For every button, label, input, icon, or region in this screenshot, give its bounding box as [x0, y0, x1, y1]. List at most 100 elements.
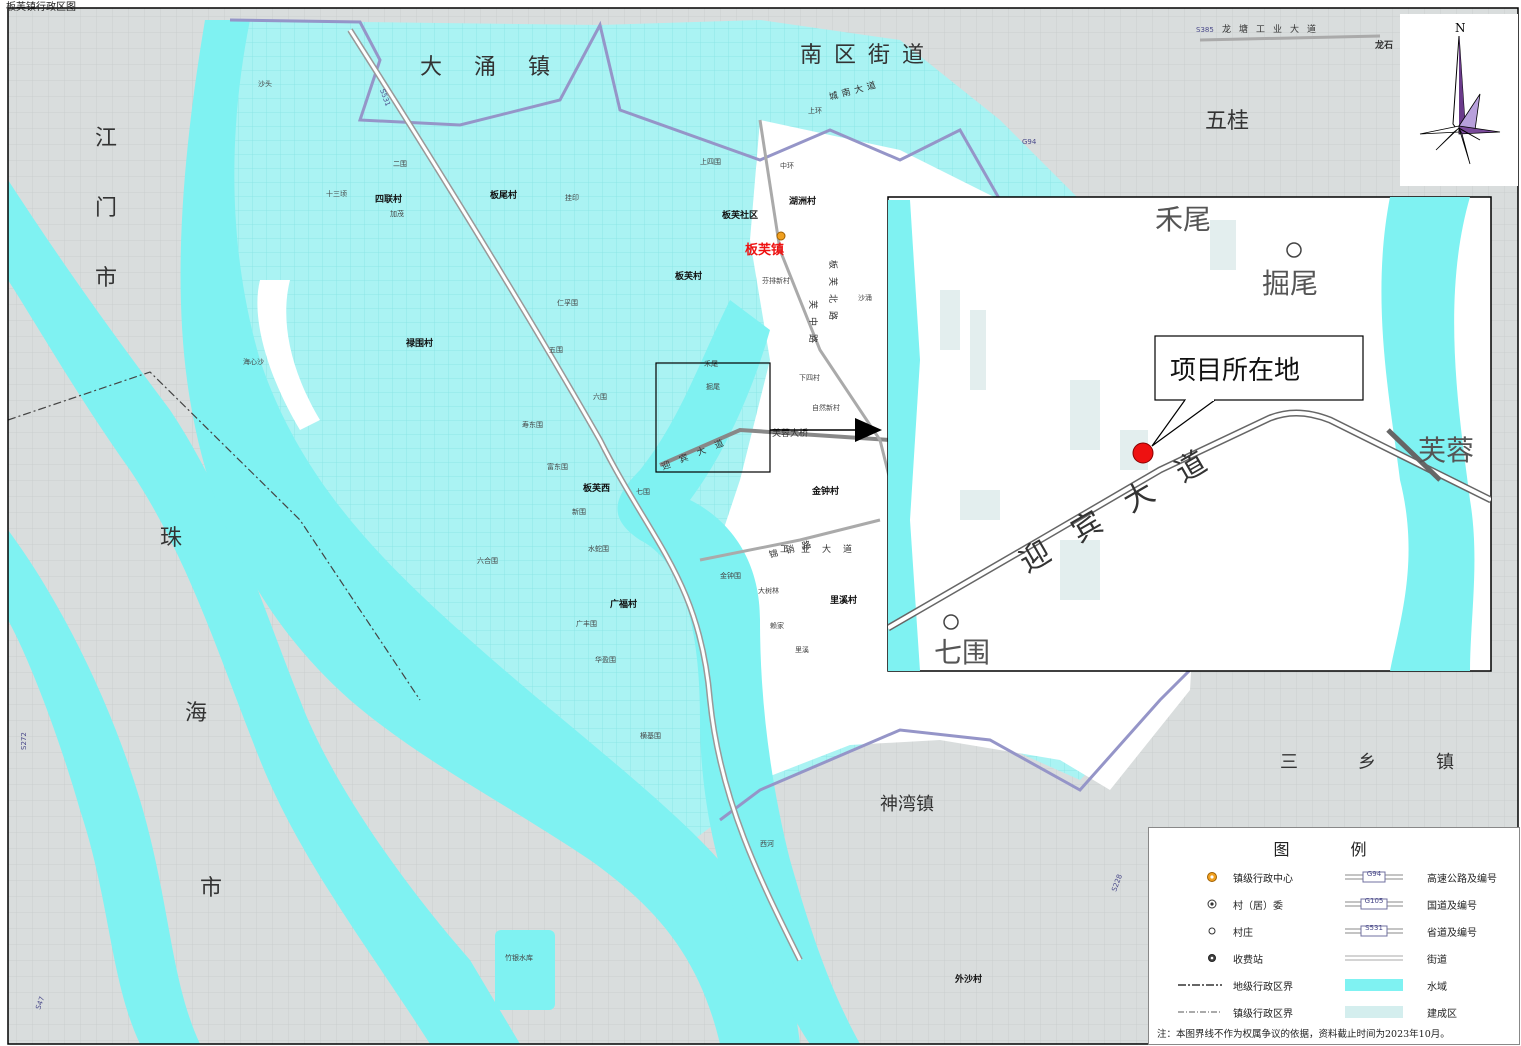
provincial-road-icon: [1345, 925, 1403, 937]
inset-label-furong: 芙蓉: [1418, 434, 1474, 467]
legend-label: 镇级行政区界: [1233, 1008, 1293, 1020]
project-location-marker[interactable]: [1132, 442, 1154, 464]
place-label: 寿东围: [522, 420, 543, 429]
region-jiangmen-1: 江: [95, 126, 117, 151]
place-label: 富东围: [547, 462, 568, 471]
place-label: 赖家: [770, 621, 784, 630]
region-zhuhai-3: 市: [200, 876, 222, 901]
village-banfu-west[interactable]: 板芙西: [583, 482, 610, 494]
place-label: 里溪: [795, 645, 809, 654]
place-label: 自然新村: [812, 403, 840, 412]
callout-pointer: [1151, 399, 1216, 447]
village-banfu-community[interactable]: 板芙社区: [722, 209, 758, 221]
village-banwei[interactable]: 板尾村: [490, 189, 517, 201]
village-lixi[interactable]: 里溪村: [830, 594, 857, 606]
legend-item-town-boundary: 镇级行政区界: [1173, 1003, 1293, 1021]
place-label: 沙涌: [858, 293, 872, 302]
road-code-s272: S272: [20, 732, 28, 750]
region-sanxiang: 三乡镇: [1280, 752, 1514, 773]
street-icon: [1345, 952, 1403, 964]
legend-item-street: 街道: [1345, 949, 1447, 967]
legend-code-g94: G94: [1366, 870, 1382, 878]
place-label: 中环: [780, 161, 794, 170]
road-label-gongye: 工业大道: [780, 543, 864, 555]
prefecture-boundary: [7, 371, 421, 701]
road-label-longtang: 龙塘工业大道: [1222, 23, 1324, 35]
place-label: 金钟围: [720, 571, 741, 580]
place-label: 下四村: [799, 373, 820, 382]
legend-label: 建成区: [1427, 1008, 1457, 1020]
road-g94-inner: [348, 29, 802, 961]
legend-item-prefecture-boundary: 地级行政区界: [1173, 976, 1293, 994]
place-label: 十三顷: [326, 189, 347, 198]
legend-label: 省道及编号: [1427, 927, 1477, 939]
place-label-longshi: 龙石: [1374, 39, 1393, 51]
legend-item-provincial-road: 省道及编号: [1345, 922, 1477, 940]
legend-title: 图 例: [1273, 840, 1395, 859]
place-label: 二围: [393, 160, 407, 168]
road-label-fuzhong: 芙中路: [807, 300, 819, 351]
village-banfu[interactable]: 板芙村: [675, 270, 702, 282]
legend-item-highway: 高速公路及编号: [1345, 868, 1497, 886]
village-huzhou[interactable]: 湖洲村: [789, 195, 816, 207]
place-label: 五围: [549, 346, 563, 354]
legend-label: 收费站: [1233, 954, 1263, 966]
road-longtang: [1199, 34, 1381, 42]
village-icon: [1197, 898, 1227, 910]
map-caption: 板芙镇行政区图: [6, 2, 76, 13]
place-label: 挂印: [565, 193, 579, 202]
island-haixinsha: [257, 280, 320, 430]
legend-item-water: 水域: [1345, 976, 1447, 994]
place-label: 掘尾: [706, 382, 720, 391]
town-boundary-icon: [1173, 1009, 1227, 1015]
road-jinxiao: [699, 518, 881, 562]
village-luwei[interactable]: 禄围村: [405, 337, 433, 349]
inset-river: [1381, 197, 1475, 671]
legend: 图 例 镇级行政中心 村（居）委 村庄 收费站 地级行政区界 镇级行政区界 高速…: [1148, 827, 1520, 1045]
town-center-icon: [1197, 871, 1227, 883]
place-label: 新围: [572, 507, 586, 516]
legend-code-g105: G105: [1364, 897, 1384, 905]
river-xijiang: [8, 180, 520, 1044]
legend-item-toll: 收费站: [1197, 949, 1263, 967]
inset-label-juewei: 掘尾: [1262, 267, 1318, 300]
region-jiangmen-2: 门: [95, 196, 117, 221]
legend-item-built-area: 建成区: [1345, 1003, 1457, 1021]
region-wugui: 五桂: [1205, 109, 1249, 134]
national-road-icon: [1345, 898, 1403, 910]
built-area-swatch: [1345, 1006, 1403, 1018]
place-label: 竹银水库: [505, 953, 533, 962]
village-jinzhong[interactable]: 金钟村: [811, 485, 839, 497]
project-locator-box[interactable]: [655, 362, 771, 473]
place-label: 禾尾: [704, 360, 718, 368]
place-label: 沙头: [258, 79, 272, 88]
legend-label: 村庄: [1233, 927, 1253, 939]
legend-item-village: 村（居）委: [1197, 895, 1283, 913]
river-southwest: [8, 530, 200, 1044]
road-code-s385: S385: [1196, 26, 1214, 34]
legend-item-town-center: 镇级行政中心: [1197, 868, 1293, 886]
river-west: [180, 20, 801, 1044]
legend-label: 水域: [1427, 981, 1447, 993]
inset-label-hewei: 禾尾: [1155, 203, 1211, 236]
place-label: 西河: [760, 840, 774, 848]
legend-item-hamlet: 村庄: [1197, 922, 1253, 940]
village-waisha[interactable]: 外沙村: [954, 973, 982, 985]
place-label: 芬排新村: [762, 276, 790, 285]
place-label: 七围: [636, 487, 650, 496]
town-center-marker[interactable]: [776, 231, 786, 241]
place-label: 大树林: [758, 586, 779, 595]
place-label: 上四围: [700, 157, 721, 166]
road-yingbin: [659, 427, 891, 467]
river-shiqi: [617, 300, 860, 1044]
legend-label: 街道: [1427, 954, 1447, 966]
north-label: N: [1455, 21, 1466, 35]
place-label: 横基围: [640, 731, 661, 740]
inset-map[interactable]: 禾尾 掘尾 芙蓉 七围 迎宾大道 项目所在地: [887, 196, 1492, 672]
village-silian[interactable]: 四联村: [375, 193, 402, 205]
town-center-label[interactable]: 板芙镇: [745, 242, 784, 258]
place-label: 六围: [593, 392, 607, 401]
north-arrow: N: [1400, 14, 1518, 186]
village-guangfu[interactable]: 广福村: [610, 598, 637, 610]
